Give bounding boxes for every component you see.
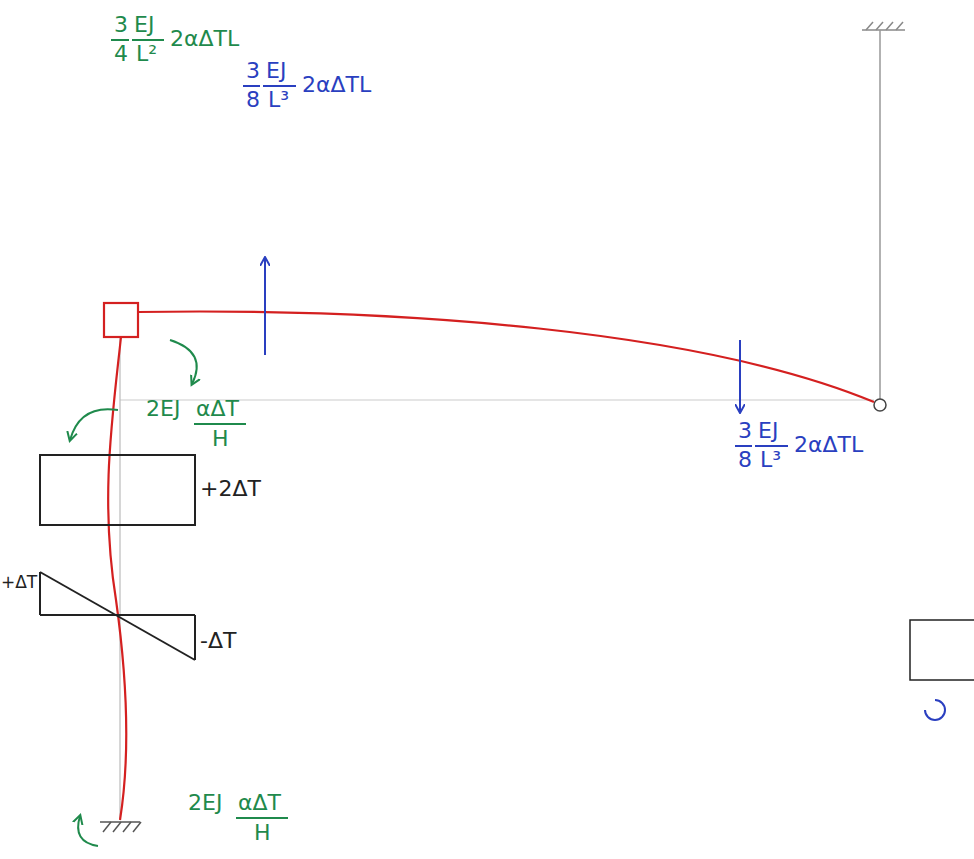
coefficient: 8: [246, 89, 260, 111]
thermal-term: αΔT: [196, 398, 239, 420]
stiffness-term: 2EJ: [146, 398, 180, 420]
stiffness-term: EJ: [134, 14, 154, 36]
temperature-label: +ΔT: [1, 574, 37, 591]
rigid-joint: [104, 303, 138, 337]
force-arrow: [264, 258, 266, 355]
gradient-temperature-diagram: [40, 572, 195, 660]
thermal-term: 2αΔTL: [170, 28, 239, 50]
coefficient: 3: [246, 60, 260, 82]
uniform-temperature-diagram: [40, 455, 195, 525]
hanger-rod: [879, 30, 881, 399]
thermal-term: 2αΔTL: [794, 434, 863, 456]
coefficient: 4: [114, 43, 128, 65]
stiffness-term: 2EJ: [188, 792, 222, 814]
height-term: H: [254, 822, 271, 844]
moment-arrow: [925, 700, 945, 720]
thermal-term: 2αΔTL: [302, 74, 371, 96]
moment-arrow: [70, 409, 118, 440]
stiffness-term: EJ: [758, 420, 778, 442]
partial-diagram: [910, 620, 974, 680]
fixed-support: [100, 822, 141, 832]
hinge: [874, 399, 886, 411]
stiffness-term: EJ: [266, 60, 286, 82]
deformed-beam: [138, 312, 874, 402]
temperature-label: -ΔT: [200, 630, 236, 652]
thermal-term: αΔT: [238, 792, 281, 814]
length-term: L³: [760, 449, 781, 471]
moment-arrow: [78, 816, 98, 846]
force-arrow: [739, 340, 741, 412]
height-term: H: [212, 428, 229, 450]
column-axis: [119, 338, 120, 818]
fraction-bar: [111, 40, 788, 818]
coefficient: 3: [738, 420, 752, 442]
fixed-support: [862, 22, 905, 30]
temperature-label: +2ΔT: [200, 478, 261, 500]
coefficient: 8: [738, 449, 752, 471]
moment-arrow: [170, 340, 197, 384]
coefficient: 3: [114, 14, 128, 36]
length-term: L²: [136, 43, 157, 65]
length-term: L³: [268, 89, 289, 111]
